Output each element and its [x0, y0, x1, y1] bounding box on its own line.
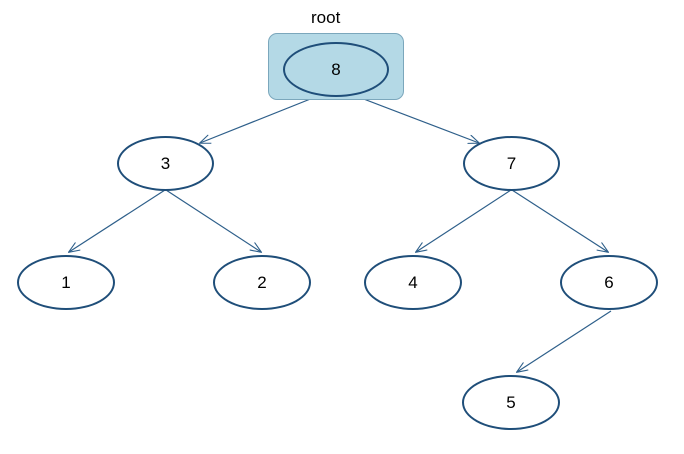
root-caption-label: root [311, 8, 341, 27]
tree-node-6[interactable]: 6 [560, 255, 658, 310]
tree-node-1[interactable]: 1 [17, 255, 115, 310]
tree-node-8[interactable]: 8 [283, 42, 389, 97]
tree-node-label: 3 [160, 154, 171, 173]
tree-node-label: 6 [604, 273, 614, 292]
tree-edge [69, 189, 166, 252]
tree-edge [416, 189, 512, 252]
tree-node-label: 1 [61, 273, 71, 292]
tree-node-label: 2 [257, 273, 267, 292]
tree-edge [517, 310, 612, 372]
tree-node-label: 7 [506, 154, 517, 173]
tree-node-2[interactable]: 2 [213, 255, 311, 310]
tree-edge [165, 189, 261, 252]
tree-edges [69, 79, 612, 372]
tree-node-7[interactable]: 7 [463, 136, 560, 191]
tree-node-label: 4 [408, 273, 418, 292]
tree-node-3[interactable]: 3 [117, 136, 214, 191]
tree-node-label: 5 [506, 393, 516, 412]
tree-node-4[interactable]: 4 [364, 255, 462, 310]
tree-node-label: 8 [331, 60, 341, 79]
tree-edge [511, 189, 608, 252]
tree-node-5[interactable]: 5 [462, 375, 560, 430]
